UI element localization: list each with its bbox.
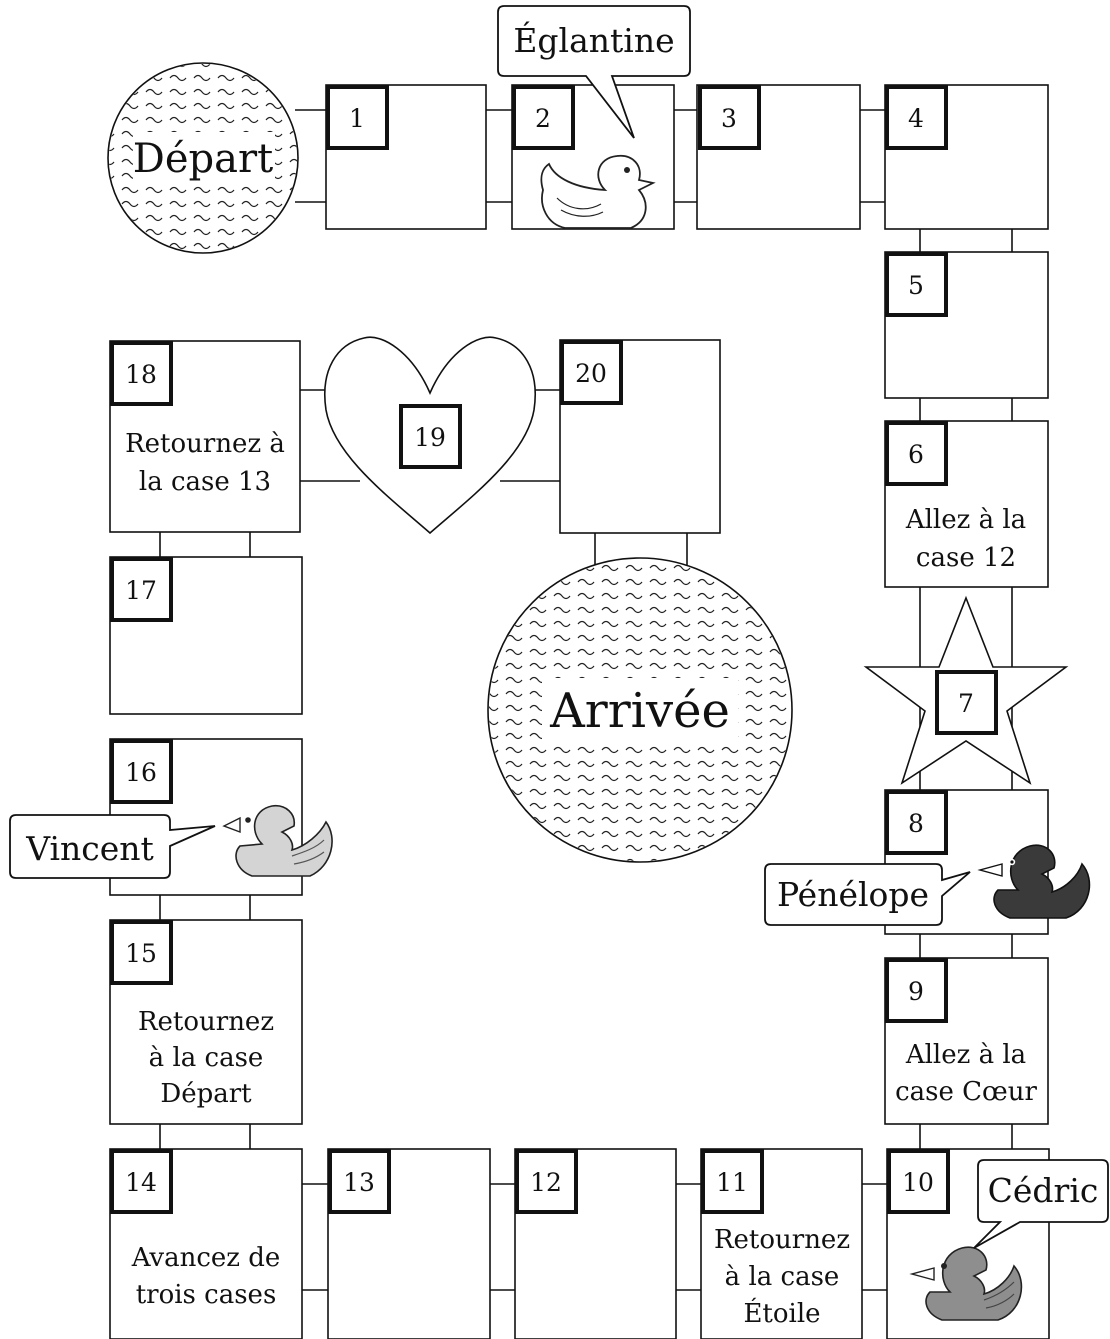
square-number: 18 [125, 360, 157, 389]
board-square-1[interactable]: 1 [325, 84, 487, 230]
square-instruction: Retournez [714, 1225, 850, 1255]
square-instruction: Retournez [138, 1007, 274, 1037]
square-instruction: case 12 [916, 543, 1016, 573]
square-number: 20 [575, 359, 607, 388]
player-label-eglantine: Églantine [497, 5, 691, 139]
board-square-7-star[interactable]: 7 [863, 595, 1069, 785]
player-name: Cédric [988, 1171, 1099, 1210]
board-square-18[interactable]: 18 Retournez à la case 13 [109, 340, 301, 533]
board-square-20[interactable]: 20 [559, 339, 721, 534]
board-square-11[interactable]: 11 Retournez à la case Étoile [700, 1148, 863, 1339]
square-instruction: à la case [725, 1262, 840, 1292]
square-number: 17 [125, 576, 157, 605]
square-number: 15 [125, 939, 157, 968]
square-number: 2 [535, 104, 551, 133]
square-instruction: Allez à la [905, 1040, 1026, 1070]
duck-token-penelope[interactable] [977, 844, 1091, 919]
start-label: Départ [133, 136, 273, 182]
square-number: 6 [908, 440, 924, 469]
square-number: 9 [908, 977, 924, 1006]
player-label-penelope: Pénélope [764, 863, 971, 926]
player-name: Pénélope [777, 875, 929, 914]
board-square-17[interactable]: 17 [109, 556, 303, 715]
square-number: 10 [902, 1168, 934, 1197]
player-name: Vincent [25, 829, 154, 868]
board-square-15[interactable]: 15 Retournez à la case Départ [109, 919, 303, 1125]
start-space[interactable]: Départ [107, 62, 299, 254]
square-number: 3 [721, 104, 737, 133]
player-name: Églantine [513, 20, 674, 60]
square-number: 14 [125, 1168, 157, 1197]
finish-label: Arrivée [549, 683, 730, 739]
board-square-5[interactable]: 5 [884, 251, 1049, 399]
square-number: 8 [908, 809, 924, 838]
board-square-12[interactable]: 12 [514, 1148, 677, 1339]
finish-space[interactable]: Arrivée [487, 557, 793, 863]
player-label-cedric: Cédric [973, 1159, 1109, 1249]
square-number: 16 [125, 758, 157, 787]
board-square-14[interactable]: 14 Avancez de trois cases [109, 1148, 303, 1339]
square-instruction: Retournez à [125, 429, 285, 459]
square-number: 5 [908, 271, 924, 300]
square-number: 19 [414, 423, 446, 452]
board-square-6[interactable]: 6 Allez à la case 12 [884, 420, 1049, 588]
board-square-19-heart[interactable]: 19 [324, 336, 536, 535]
square-number: 4 [908, 104, 924, 133]
square-number: 7 [958, 689, 974, 718]
square-instruction: Allez à la [905, 505, 1026, 535]
duck-token-eglantine[interactable] [540, 154, 656, 229]
board-square-9[interactable]: 9 Allez à la case Cœur [884, 957, 1049, 1125]
square-instruction: Départ [160, 1079, 252, 1109]
square-number: 1 [349, 104, 365, 133]
player-label-vincent: Vincent [9, 814, 216, 879]
square-number: 12 [530, 1168, 562, 1197]
square-instruction: case Cœur [895, 1077, 1037, 1107]
square-instruction: à la case [149, 1043, 264, 1073]
square-number: 11 [716, 1168, 748, 1197]
board-square-13[interactable]: 13 [327, 1148, 491, 1339]
board-square-3[interactable]: 3 [696, 84, 861, 230]
duck-token-cedric[interactable] [909, 1246, 1023, 1321]
square-instruction: trois cases [136, 1280, 277, 1310]
square-instruction: la case 13 [139, 467, 271, 497]
square-instruction: Étoile [743, 1297, 820, 1329]
square-instruction: Avancez de [131, 1243, 281, 1273]
board-square-4[interactable]: 4 [884, 84, 1049, 230]
duck-token-vincent[interactable] [222, 804, 333, 877]
square-number: 13 [343, 1168, 375, 1197]
